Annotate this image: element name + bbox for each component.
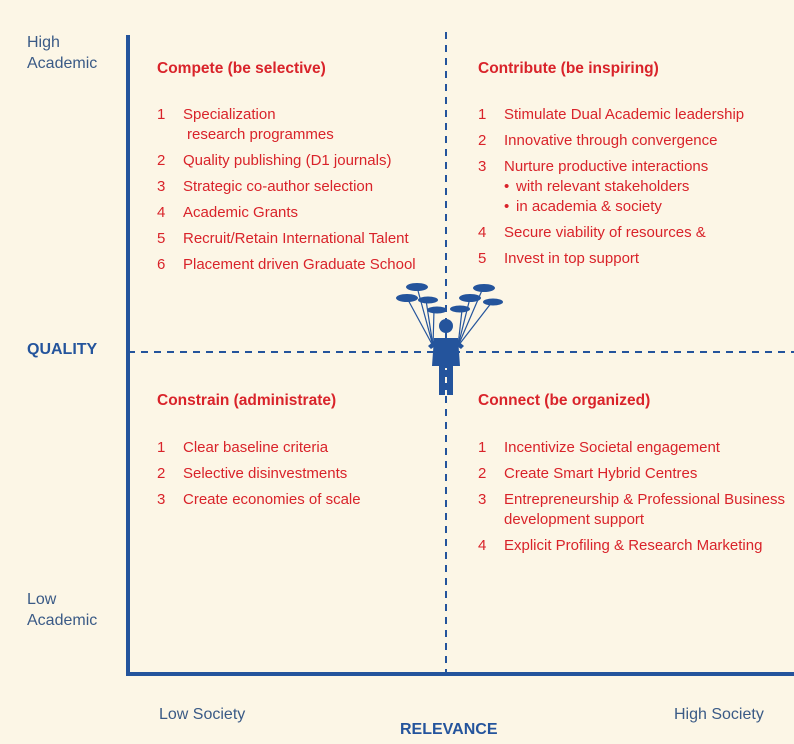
item-text: Specialization xyxy=(183,106,276,123)
list-item: 4 Academic Grants xyxy=(157,203,437,223)
item-text: Incentivize Societal engagement xyxy=(504,439,720,456)
sub-bullet-item: • in academia & society xyxy=(498,197,788,217)
quadrant-bottom-left-title: Constrain (administrate) xyxy=(157,392,337,409)
list-item: 5 Invest in top support xyxy=(478,249,788,269)
list-item: 2 Create Smart Hybrid Centres xyxy=(478,464,790,484)
item-number: 5 xyxy=(478,250,487,267)
y-low-line2: Academic xyxy=(27,612,98,629)
item-number: 4 xyxy=(157,204,166,221)
list-item: 1 Specialization research programmes xyxy=(157,105,437,145)
item-text: Secure viability of resources & xyxy=(504,224,706,241)
item-number: 1 xyxy=(157,106,166,123)
item-number: 3 xyxy=(478,158,487,175)
list-item: 5 Recruit/Retain International Talent xyxy=(157,229,437,249)
item-number: 3 xyxy=(157,178,166,195)
item-number: 3 xyxy=(157,491,166,508)
item-number: 2 xyxy=(157,152,166,169)
item-text-continued: research programmes xyxy=(187,126,334,143)
item-text: Academic Grants xyxy=(183,204,299,221)
quadrant-top-left-list: 1 Specialization research programmes 2 Qual… xyxy=(157,105,437,281)
item-text: Create economies of scale xyxy=(183,491,361,508)
y-high-label: High Academic xyxy=(27,32,97,74)
item-text-continued: development support xyxy=(504,511,645,528)
quadrant-bottom-left-list: 1 Clear baseline criteria 2 Selective disi… xyxy=(157,438,437,516)
quadrant-top-right-list: 1 Stimulate Dual Academic leadership 2 Inn… xyxy=(478,105,788,275)
sub-item-text: in academia & society xyxy=(516,198,662,215)
item-number: 4 xyxy=(478,537,487,554)
item-text: Innovative through convergence xyxy=(504,132,718,149)
y-axis-title: QUALITY xyxy=(27,341,98,358)
item-text: Create Smart Hybrid Centres xyxy=(504,465,698,482)
item-number: 6 xyxy=(157,256,166,273)
item-number: 5 xyxy=(157,230,166,247)
item-number: 1 xyxy=(157,439,166,456)
list-item: 2 Innovative through convergence xyxy=(478,131,788,151)
quadrant-bottom-right-list: 1 Incentivize Societal engagement 2 Create… xyxy=(478,438,790,562)
list-item: 3 Strategic co-author selection xyxy=(157,177,437,197)
list-item: 3 Create economies of scale xyxy=(157,490,437,510)
item-text: Explicit Profiling & Research Marketing xyxy=(504,537,763,554)
item-text: Clear baseline criteria xyxy=(183,439,329,456)
list-item: 6 Placement driven Graduate School xyxy=(157,255,437,275)
item-text: Stimulate Dual Academic leadership xyxy=(504,106,745,123)
item-text: Invest in top support xyxy=(504,250,640,267)
list-item: 1 Clear baseline criteria xyxy=(157,438,437,458)
item-number: 2 xyxy=(478,465,487,482)
item-number: 2 xyxy=(157,465,166,482)
item-text: Placement driven Graduate School xyxy=(183,256,416,273)
list-item: 1 Stimulate Dual Academic leadership xyxy=(478,105,788,125)
quadrant-top-right-title: Contribute (be inspiring) xyxy=(478,60,659,77)
list-item: 2 Quality publishing (D1 journals) xyxy=(157,151,437,171)
sub-item-text: with relevant stakeholders xyxy=(516,178,690,195)
item-text: Entrepreneurship & Professional Business xyxy=(504,491,785,508)
item-text: Recruit/Retain International Talent xyxy=(183,230,409,247)
quadrant-top-left-title: Compete (be selective) xyxy=(157,60,326,77)
y-high-line1: High xyxy=(27,34,60,51)
x-high-label: High Society xyxy=(674,706,764,723)
item-text: Quality publishing (D1 journals) xyxy=(183,152,392,169)
item-number: 1 xyxy=(478,106,487,123)
quadrant-bottom-right-title: Connect (be organized) xyxy=(478,392,651,409)
list-item: 2 Selective disinvestments xyxy=(157,464,437,484)
y-high-line2: Academic xyxy=(27,55,98,72)
item-number: 2 xyxy=(478,132,487,149)
y-low-line1: Low xyxy=(27,591,57,608)
item-number: 4 xyxy=(478,224,487,241)
list-item: 4 Secure viability of resources & xyxy=(478,223,788,243)
item-number: 1 xyxy=(478,439,487,456)
x-axis-title: RELEVANCE xyxy=(400,721,498,738)
x-low-label: Low Society xyxy=(159,706,246,723)
sub-bullet-item: • with relevant stakeholders xyxy=(498,177,788,197)
list-item: 3 Entrepreneurship & Professional Busines… xyxy=(478,490,790,530)
item-text: Strategic co-author selection xyxy=(183,178,374,195)
list-item: 3 Nurture productive interactions • with r… xyxy=(478,157,788,217)
item-text: Selective disinvestments xyxy=(183,465,348,482)
bullet-icon: • xyxy=(504,178,510,195)
bullet-icon: • xyxy=(504,198,510,215)
y-low-label: Low Academic xyxy=(27,589,97,631)
item-number: 3 xyxy=(478,491,487,508)
item-text: Nurture productive interactions xyxy=(504,158,709,175)
plate-spinner-figure-icon xyxy=(396,283,503,395)
list-item: 4 Explicit Profiling & Research Marketing xyxy=(478,536,790,556)
list-item: 1 Incentivize Societal engagement xyxy=(478,438,790,458)
